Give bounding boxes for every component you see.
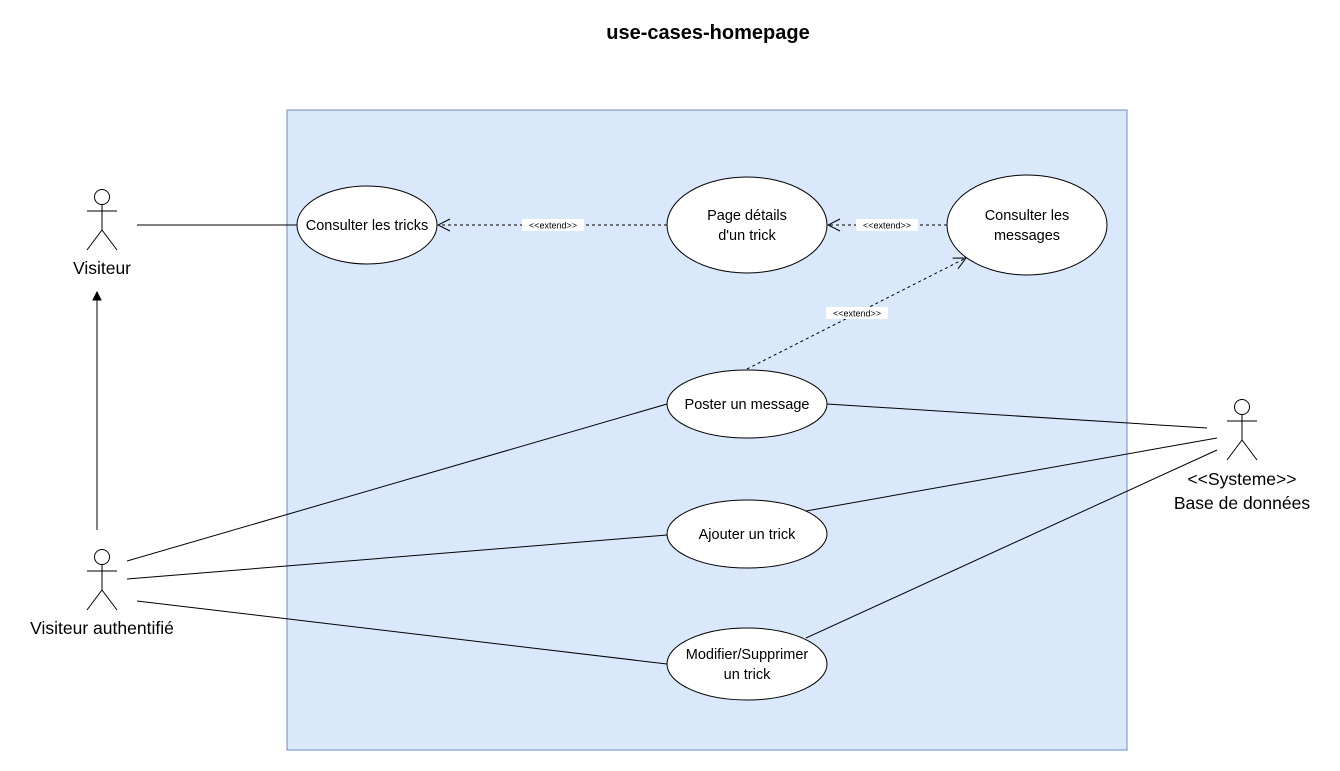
actor-label-visiteur: Visiteur (73, 258, 131, 278)
extend-labels: <<extend>> <<extend>> <<extend>> (522, 219, 918, 319)
associations (126, 224, 1218, 665)
actor-head (94, 549, 110, 565)
extend-label-3: <<extend>> (833, 309, 881, 319)
use-case-label: Ajouter un trick (699, 527, 796, 543)
extend-label-2: <<extend>> (863, 221, 911, 231)
use-case-label: messages (994, 228, 1060, 244)
assoc-modifier-supprimer-bdd (805, 449, 1218, 639)
actor-base-de-donnees[interactable] (1226, 399, 1258, 461)
assoc-ajouter-trick-bdd (805, 437, 1218, 512)
use-case-consulter-tricks[interactable]: Consulter les tricks (296, 185, 438, 265)
actor-head (94, 189, 110, 205)
actor-visiteur-authentifie[interactable] (86, 549, 118, 611)
use-case-page-details[interactable]: Page détails d'un trick (666, 176, 828, 274)
actor-visiteur[interactable] (86, 189, 118, 251)
actor-label-base-de-donnees: Base de données (1174, 493, 1310, 513)
assoc-auth-poster-message (126, 403, 668, 562)
use-case-poster-message[interactable]: Poster un message (666, 369, 828, 439)
assoc-auth-modifier-supprimer (136, 600, 668, 665)
extend-label-1: <<extend>> (529, 221, 577, 231)
actor-label-visiteur-authentifie: Visiteur authentifié (30, 618, 174, 638)
use-case-label: un trick (724, 667, 771, 683)
use-case-label: d'un trick (718, 228, 776, 244)
assoc-auth-ajouter-trick (126, 534, 668, 580)
diagram-title: use-cases-homepage (606, 22, 810, 44)
use-case-label: Modifier/Supprimer (686, 647, 809, 663)
actor-head (1234, 399, 1250, 415)
use-case-label: Page détails (707, 208, 787, 224)
use-case-label: Consulter les (985, 208, 1070, 224)
assoc-poster-message-bdd (826, 403, 1208, 429)
actor-stereotype-base-de-donnees: <<Systeme>> (1188, 469, 1297, 489)
use-case-label: Poster un message (685, 397, 810, 413)
use-case-label: Consulter les tricks (306, 218, 428, 234)
use-case-consulter-messages[interactable]: Consulter les messages (946, 174, 1108, 276)
use-case-modifier-supprimer[interactable]: Modifier/Supprimer un trick (666, 627, 828, 701)
use-case-ajouter-trick[interactable]: Ajouter un trick (666, 499, 828, 569)
